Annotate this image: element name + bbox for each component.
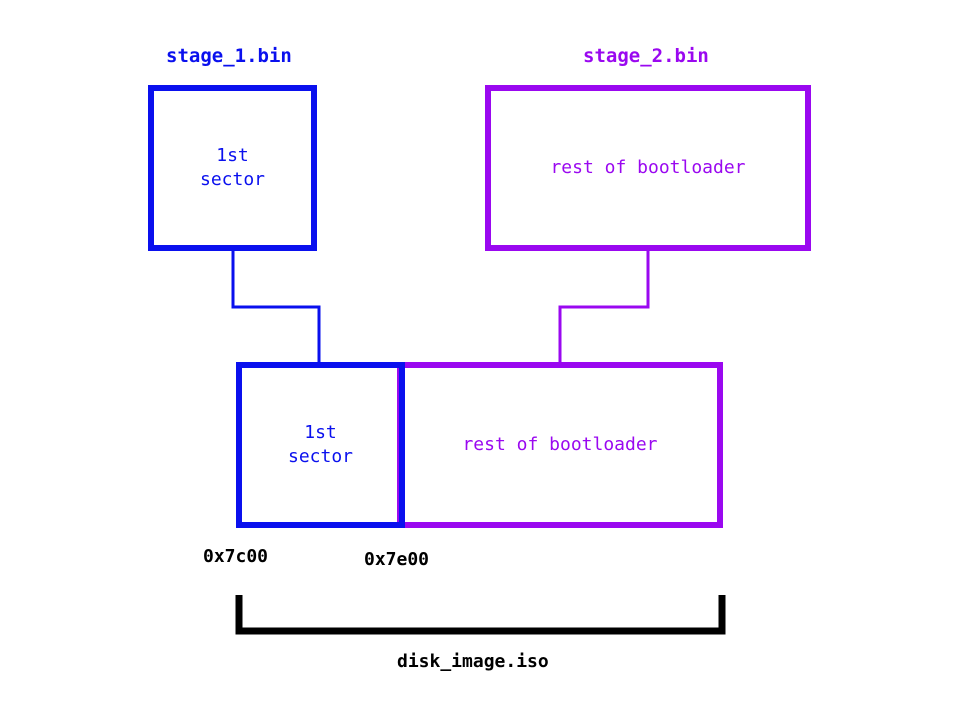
disk-sector-line2: sector: [287, 446, 354, 467]
disk-sector-box: [236, 362, 405, 528]
disk-sector-text: 1st sector: [239, 421, 402, 469]
stage1-connector: [231, 250, 321, 365]
address-split: 0x7e00: [364, 549, 430, 570]
disk-image-label: disk_image.iso: [397, 651, 549, 672]
disk-rest-text: rest of bootloader: [462, 434, 658, 455]
disk-sector-line1: 1st: [304, 422, 337, 443]
disk-bracket: [235, 595, 726, 635]
address-start: 0x7c00: [203, 546, 269, 567]
stage1-title: stage_1.bin: [166, 45, 292, 67]
stage2-title: stage_2.bin: [583, 45, 709, 67]
stage1-box: [148, 85, 317, 251]
stage2-connector: [558, 250, 650, 365]
stage2-box-text: rest of bootloader: [550, 157, 746, 178]
stage1-box-line2: sector: [199, 169, 266, 190]
stage2-box: [485, 85, 811, 251]
stage1-box-text: 1st sector: [151, 144, 314, 192]
stage1-box-line1: 1st: [216, 145, 249, 166]
